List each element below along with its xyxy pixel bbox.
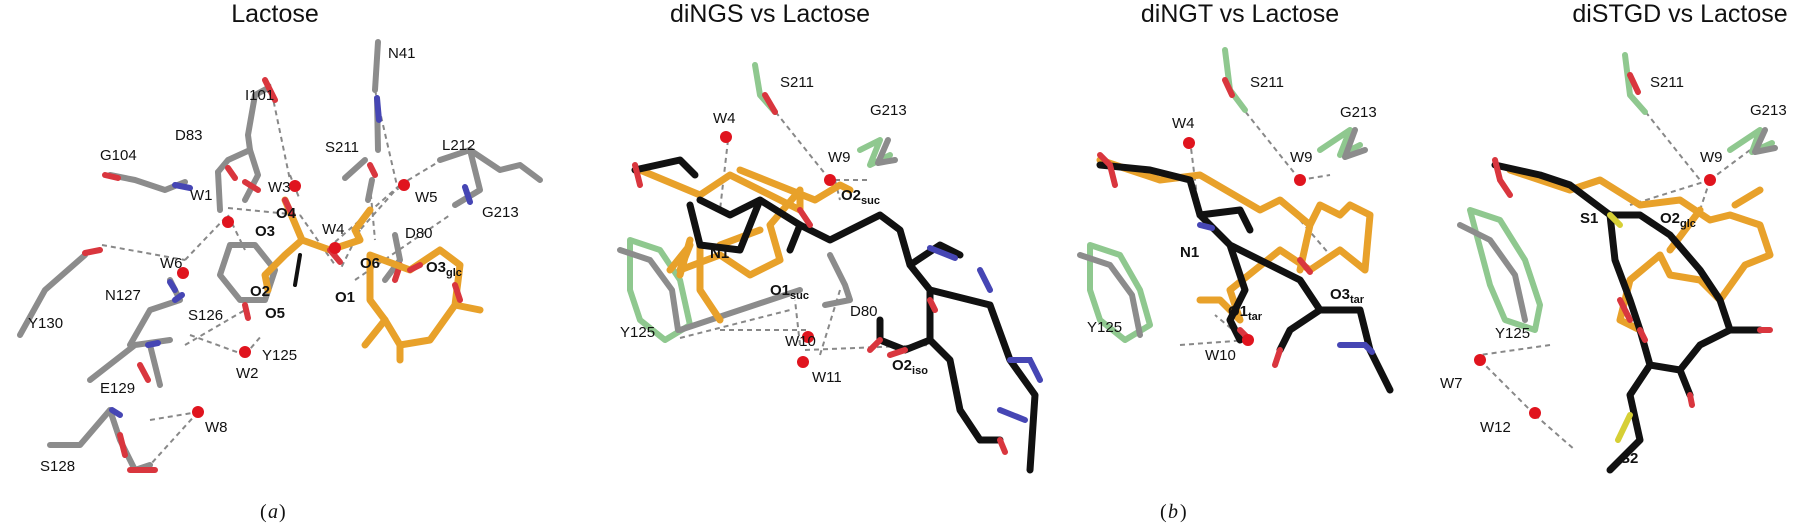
label-g213: G213 <box>1750 102 1787 119</box>
label-w2: W2 <box>236 365 259 382</box>
label-s2: S2 <box>1620 450 1638 467</box>
water-w4 <box>720 131 732 143</box>
label-d80: D80 <box>850 303 878 320</box>
label-n1: N1 <box>1180 244 1199 261</box>
protein-residues <box>17 39 543 473</box>
label-y130: Y130 <box>28 315 63 332</box>
svg-text:b: b <box>1168 501 1178 523</box>
label-w7: W7 <box>1440 375 1463 392</box>
label-y125: Y125 <box>1087 319 1122 336</box>
label-g104: G104 <box>100 147 137 164</box>
water-w9 <box>1294 174 1306 186</box>
water-w7 <box>1474 354 1486 366</box>
water-molecules <box>177 179 410 418</box>
label-y125: Y125 <box>620 324 655 341</box>
water-w3 <box>289 180 301 192</box>
residue-labels: N41 I101 D83 G104 S211 L212 W3 W5 W1 O4 … <box>28 45 519 475</box>
caption-a: ( a ) <box>260 501 286 523</box>
panel-title: Lactose <box>231 0 319 28</box>
caption-b: ( b ) <box>1160 501 1187 523</box>
panel-distgd: diSTGD vs Lactose S211 G213 W9 S1 O2glc … <box>1440 0 1788 474</box>
panel-title: diNGS vs Lactose <box>670 0 870 28</box>
label-d83: D83 <box>175 127 203 144</box>
heteroatoms <box>82 77 473 473</box>
water-w10 <box>1242 334 1254 346</box>
label-w1: W1 <box>190 187 213 204</box>
label-o3: O3 <box>255 223 275 240</box>
label-g213: G213 <box>1340 104 1377 121</box>
water-w11 <box>797 356 809 368</box>
label-w10: W10 <box>1205 347 1236 364</box>
water-w4 <box>1183 137 1195 149</box>
label-o2suc: O2suc <box>841 187 880 207</box>
label-o1suc: O1suc <box>770 282 809 302</box>
label-w3: W3 <box>268 179 291 196</box>
svg-text:): ) <box>279 501 286 523</box>
label-o4: O4 <box>276 205 297 222</box>
label-d80: D80 <box>405 225 433 242</box>
label-s211: S211 <box>780 74 814 91</box>
label-y125: Y125 <box>1495 325 1530 342</box>
lactose-ligand <box>261 196 484 364</box>
water-w12 <box>1529 407 1541 419</box>
label-s1: S1 <box>1580 210 1598 227</box>
label-l212: L212 <box>442 137 475 154</box>
label-w10: W10 <box>785 333 816 350</box>
svg-text:): ) <box>1180 501 1187 523</box>
water-w9 <box>1704 174 1716 186</box>
label-o3tar: O3tar <box>1330 286 1365 306</box>
panel-dings: diNGS vs Lactose S211 W4 G213 W9 O2suc N… <box>617 0 1043 474</box>
label-s126: S126 <box>188 307 223 324</box>
water-w5 <box>398 179 410 191</box>
label-g213: G213 <box>870 102 907 119</box>
label-w9: W9 <box>1290 149 1313 166</box>
water-w8 <box>192 406 204 418</box>
label-e129: E129 <box>100 380 135 397</box>
water-w10 <box>802 331 814 343</box>
label-o2: O2 <box>250 283 270 300</box>
water-w6 <box>177 267 189 279</box>
label-w11: W11 <box>812 369 842 386</box>
label-n1: N1 <box>710 245 729 262</box>
label-w9: W9 <box>1700 149 1723 166</box>
svg-text:a: a <box>268 501 278 523</box>
label-o1: O1 <box>335 289 355 306</box>
panel-title: diNGT vs Lactose <box>1141 0 1339 28</box>
label-i101: I101 <box>245 87 274 104</box>
label-s211: S211 <box>1250 74 1284 91</box>
label-s128: S128 <box>40 458 75 475</box>
label-w12: W12 <box>1480 419 1511 436</box>
label-o3glc: O3glc <box>426 259 462 279</box>
label-w4: W4 <box>1172 115 1195 132</box>
label-y125: Y125 <box>262 347 297 364</box>
label-w8: W8 <box>205 419 228 436</box>
label-o2glc: O2glc <box>1660 210 1696 230</box>
label-w4: W4 <box>713 110 736 127</box>
label-w6: W6 <box>160 255 183 272</box>
label-o6: O6 <box>360 255 380 272</box>
water-w1 <box>222 216 234 228</box>
panel-dingt: diNGT vs Lactose S211 W4 G213 W9 N1 O1ta… <box>1077 0 1394 394</box>
label-o5: O5 <box>265 305 285 322</box>
label-o1tar: O1tar <box>1228 303 1263 323</box>
label-o2iso: O2iso <box>892 357 928 377</box>
label-n41: N41 <box>388 45 416 62</box>
panel-lactose: Lactose <box>17 0 543 475</box>
label-g213: G213 <box>482 204 519 221</box>
water-w4 <box>329 242 341 254</box>
water-w2 <box>239 346 251 358</box>
label-w9: W9 <box>828 149 851 166</box>
label-s211: S211 <box>1650 74 1684 91</box>
label-w4: W4 <box>322 221 345 238</box>
svg-text:(: ( <box>1160 501 1167 523</box>
label-n127: N127 <box>105 287 141 304</box>
water-w9 <box>824 174 836 186</box>
svg-text:(: ( <box>260 501 267 523</box>
panel-title: diSTGD vs Lactose <box>1572 0 1787 28</box>
label-s211: S211 <box>325 139 359 156</box>
label-w5: W5 <box>415 189 438 206</box>
